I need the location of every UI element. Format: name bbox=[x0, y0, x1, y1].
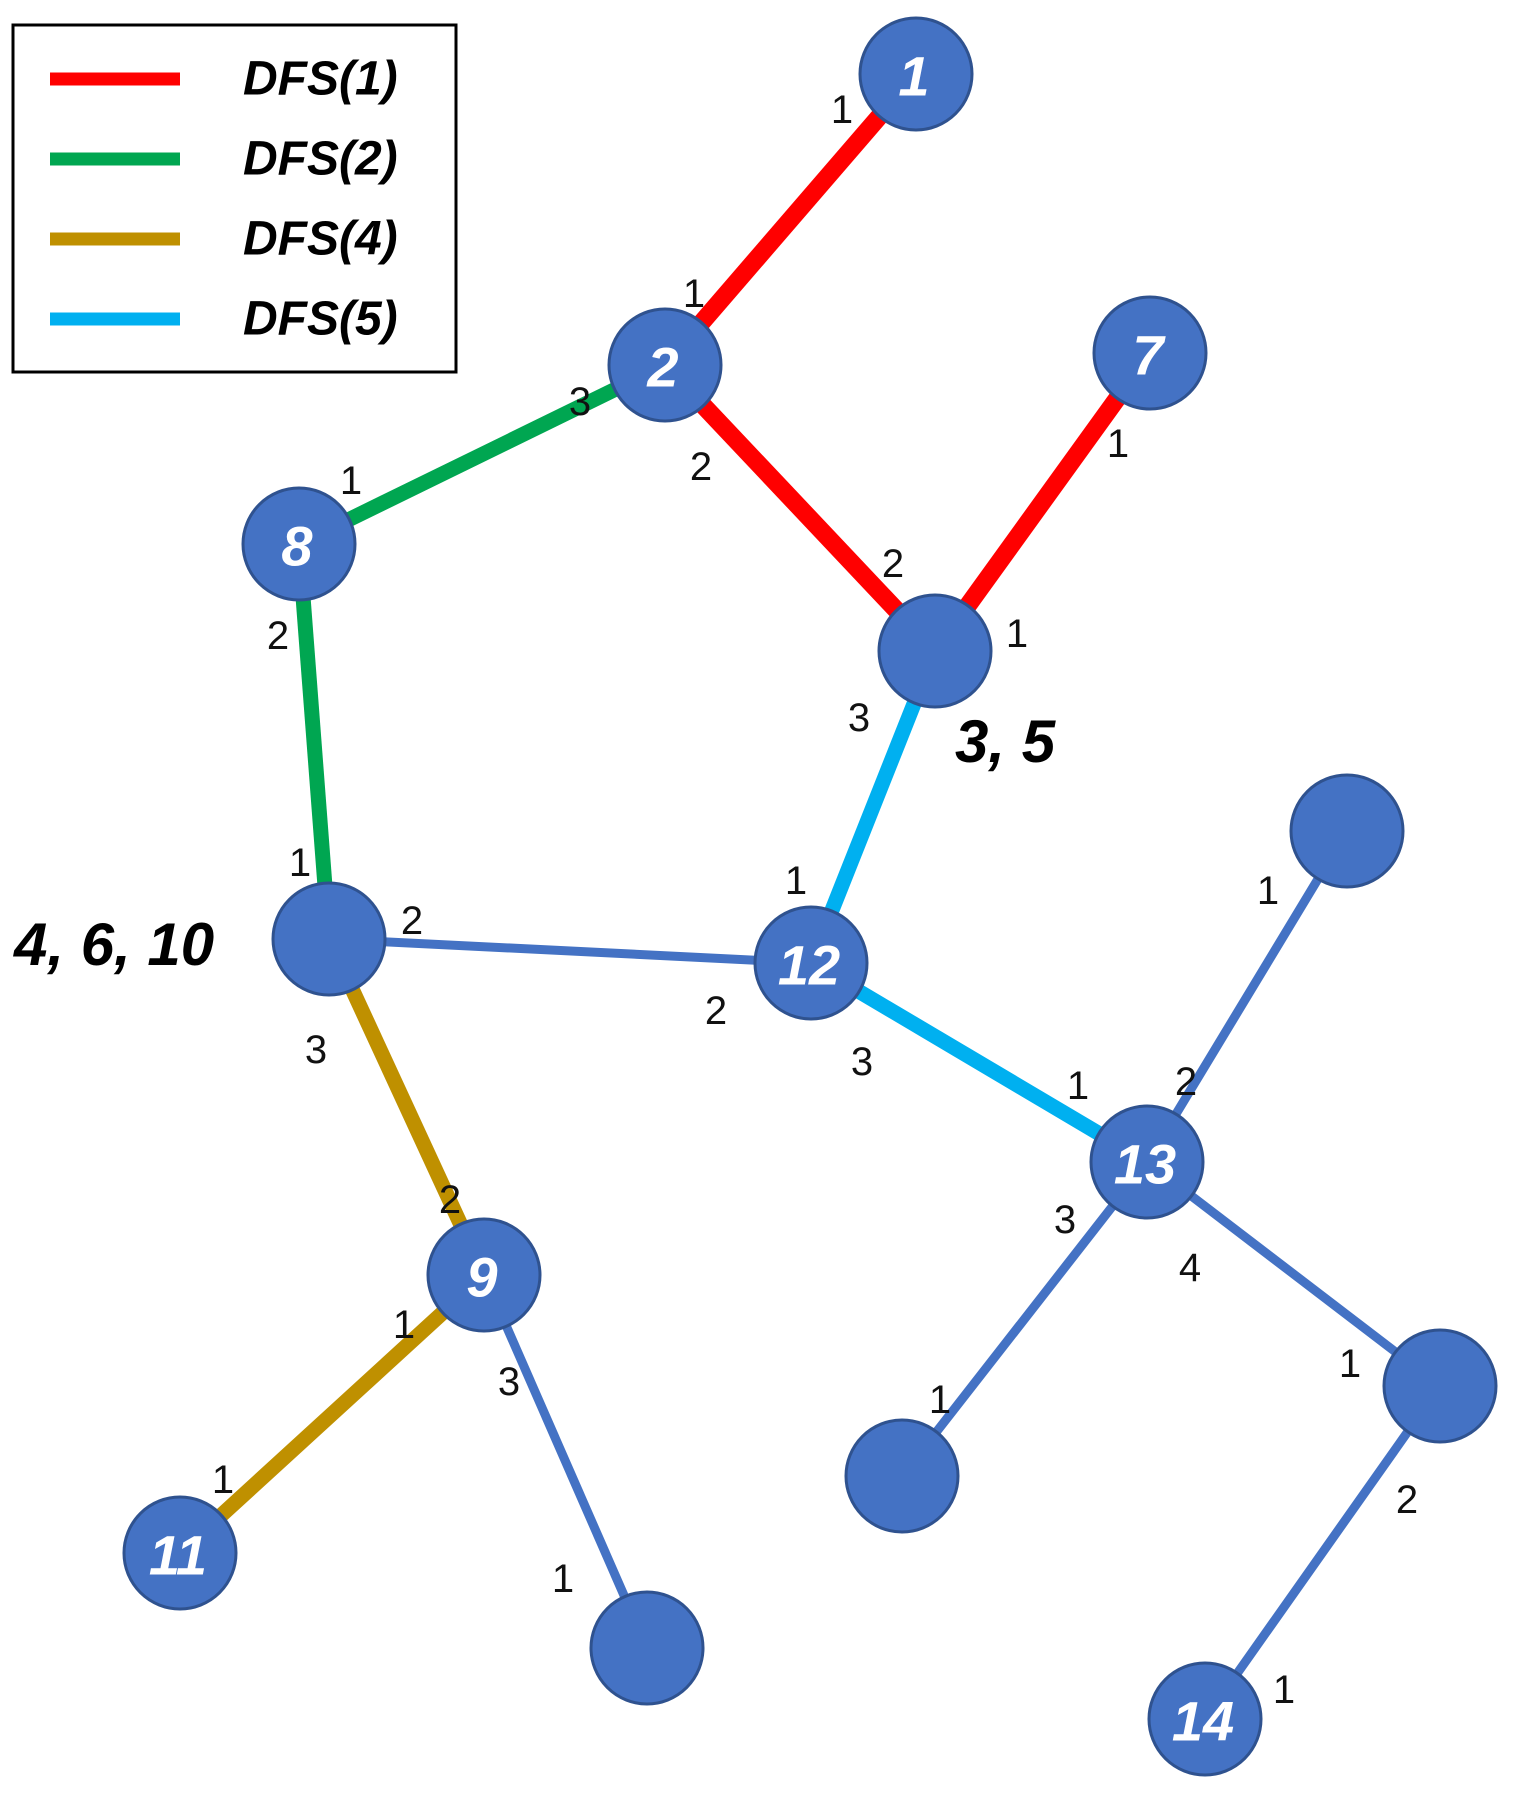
graph-node bbox=[844, 1418, 960, 1534]
node-label: 9 bbox=[466, 1246, 497, 1309]
legend-label: DFS(4) bbox=[243, 213, 398, 266]
port-label: 2 bbox=[1175, 1060, 1197, 1104]
graph-node bbox=[241, 486, 357, 602]
graph-node bbox=[1147, 1661, 1263, 1777]
port-label: 1 bbox=[393, 1303, 415, 1347]
port-label: 1 bbox=[683, 272, 705, 316]
graph-node bbox=[607, 307, 723, 423]
port-label: 1 bbox=[1006, 612, 1028, 656]
port-label: 2 bbox=[690, 445, 712, 489]
port-label: 1 bbox=[1339, 1342, 1361, 1386]
node-label: 2 bbox=[646, 336, 678, 399]
node-label: 13 bbox=[1114, 1133, 1176, 1196]
graph-node bbox=[858, 16, 974, 132]
graph-node bbox=[1382, 1328, 1498, 1444]
port-label: 1 bbox=[340, 459, 362, 503]
graph-node bbox=[1289, 773, 1405, 889]
port-label: 1 bbox=[1067, 1064, 1089, 1108]
port-label: 2 bbox=[705, 989, 727, 1033]
port-label: 3 bbox=[851, 1040, 873, 1084]
side-label-3-5: 3, 5 bbox=[955, 708, 1057, 775]
node-label: 8 bbox=[281, 515, 313, 578]
graph-node bbox=[271, 881, 387, 997]
graph-node bbox=[753, 905, 869, 1021]
legend-label: DFS(2) bbox=[243, 133, 398, 186]
node-label: 14 bbox=[1172, 1690, 1234, 1753]
port-label: 2 bbox=[267, 614, 289, 658]
edge-n12-n13 bbox=[807, 956, 1151, 1169]
edge-n1-n2 bbox=[658, 68, 923, 371]
node-label: 11 bbox=[149, 1524, 207, 1587]
port-label: 3 bbox=[498, 1360, 520, 1404]
edge-n2-n35 bbox=[658, 358, 942, 658]
node-label: 7 bbox=[1132, 324, 1166, 387]
port-label: 4 bbox=[1179, 1246, 1201, 1290]
edge-n9-nB9 bbox=[479, 1273, 652, 1650]
port-label: 1 bbox=[831, 88, 853, 132]
edge-n4610-n12 bbox=[328, 934, 812, 968]
edge-n13-nBL13 bbox=[898, 1159, 1151, 1479]
graph-node bbox=[877, 593, 993, 709]
port-label: 3 bbox=[848, 696, 870, 740]
edge-nR-n14 bbox=[1201, 1383, 1444, 1722]
legend-label: DFS(5) bbox=[243, 293, 398, 346]
port-label: 1 bbox=[929, 1378, 951, 1422]
port-label: 3 bbox=[305, 1028, 327, 1072]
edge-n13-nR bbox=[1144, 1158, 1443, 1390]
port-label: 1 bbox=[785, 859, 807, 903]
port-label: 1 bbox=[212, 1458, 234, 1502]
port-label: 1 bbox=[1273, 1668, 1295, 1712]
port-label: 3 bbox=[1054, 1198, 1076, 1242]
port-label: 2 bbox=[1396, 1478, 1418, 1522]
graph-node bbox=[1092, 295, 1208, 411]
edge-n4610-n9 bbox=[322, 935, 491, 1279]
node-label: 12 bbox=[778, 934, 840, 997]
edge-n9-n11 bbox=[174, 1269, 490, 1559]
port-label: 3 bbox=[569, 380, 591, 424]
graph-node bbox=[122, 1495, 238, 1611]
edge-n7-n35 bbox=[927, 347, 1158, 657]
port-label: 1 bbox=[1257, 869, 1279, 913]
edge-n2-n8 bbox=[295, 358, 669, 551]
legend-items: DFS(1) DFS(2) DFS(4) DFS(5) bbox=[50, 53, 398, 346]
port-label: 2 bbox=[882, 542, 904, 586]
edge-nTR-n13 bbox=[1143, 828, 1351, 1165]
side-label-4-6-10: 4, 6, 10 bbox=[13, 911, 214, 978]
port-label: 2 bbox=[439, 1178, 461, 1222]
port-label: 2 bbox=[401, 899, 423, 943]
legend-label: DFS(1) bbox=[243, 53, 398, 106]
port-label: 1 bbox=[1107, 422, 1129, 466]
edge-n8-n4610 bbox=[291, 543, 337, 940]
graph-node bbox=[426, 1217, 542, 1333]
graph-node bbox=[1089, 1104, 1205, 1220]
graph-node bbox=[589, 1590, 705, 1706]
legend: DFS(1) DFS(2) DFS(4) DFS(5) bbox=[11, 23, 458, 374]
node-label: 1 bbox=[898, 45, 929, 108]
port-label: 1 bbox=[552, 1557, 574, 1601]
port-label: 1 bbox=[289, 841, 311, 885]
